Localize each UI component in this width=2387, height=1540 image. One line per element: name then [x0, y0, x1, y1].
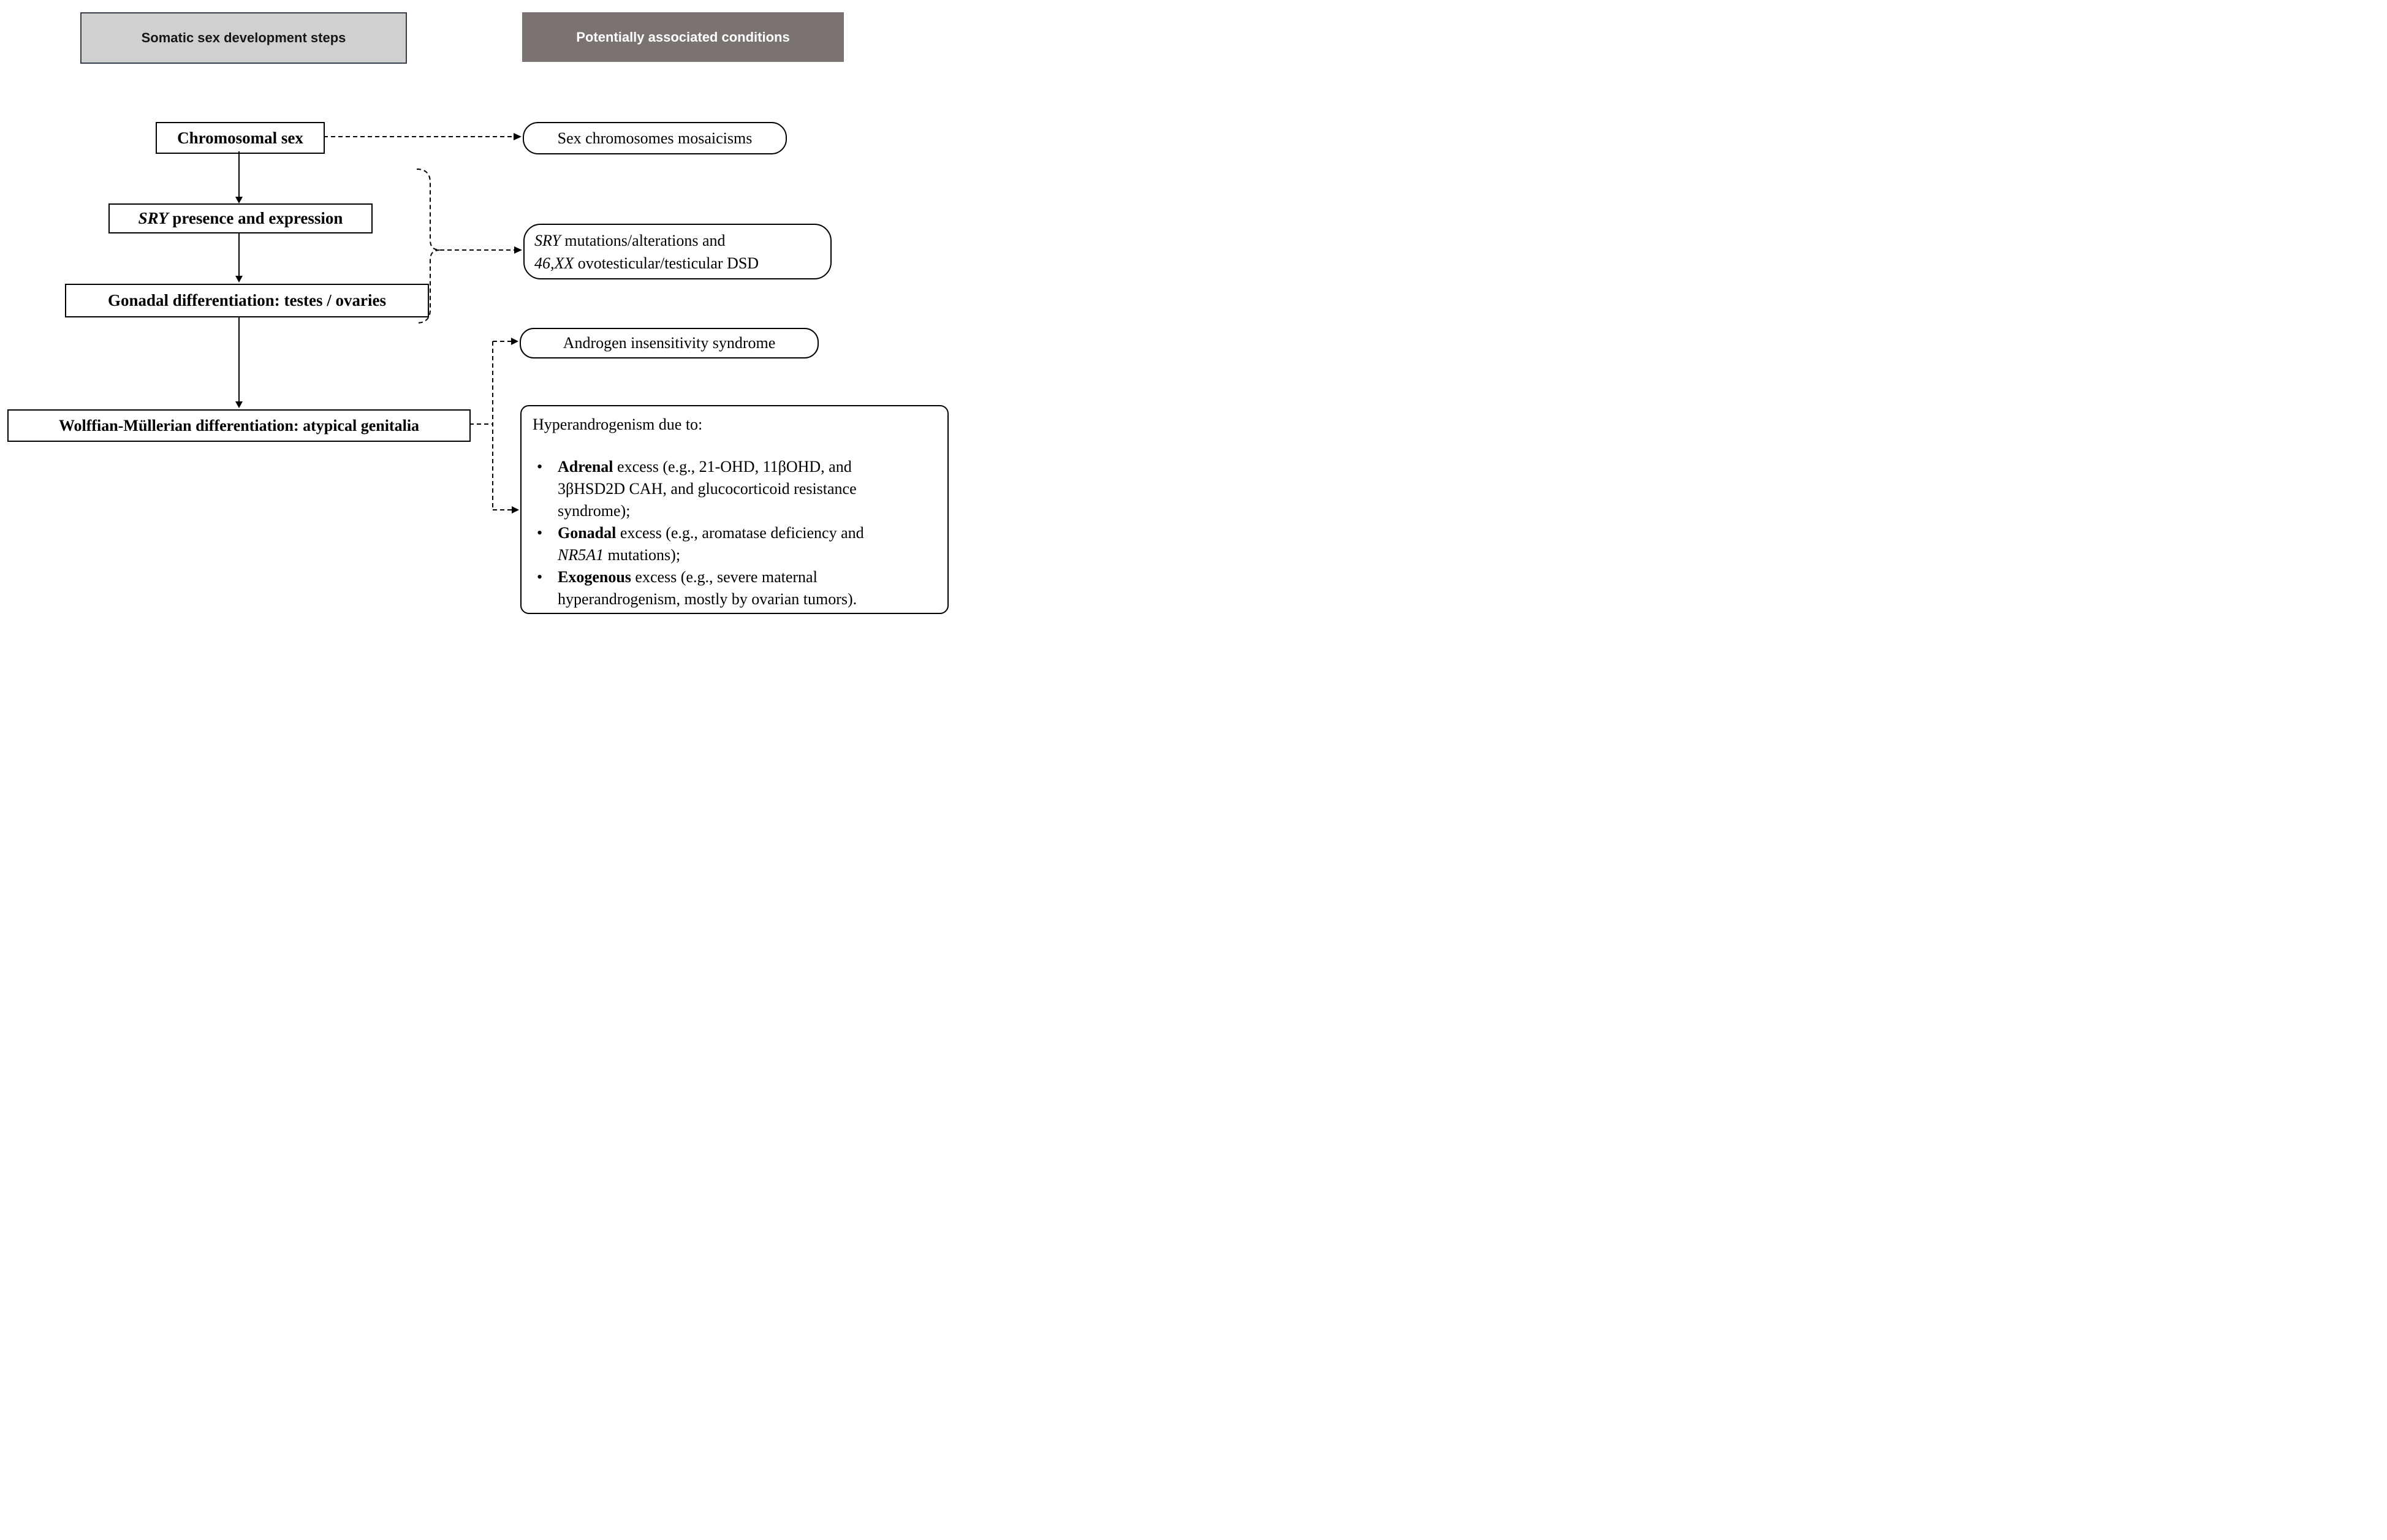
arrowhead-chromosomal-to-sry	[235, 197, 243, 203]
arrowhead-to-hyperandrogenism	[512, 506, 519, 514]
exogenous-rest: excess (e.g., severe maternal hyperandro…	[558, 568, 857, 608]
list-item-adrenal-text: Adrenal excess (e.g., 21-OHD, 11βOHD, an…	[558, 456, 901, 522]
arrowhead-to-sry-mutations	[514, 246, 522, 254]
arrowhead-sry-to-gonadal	[235, 276, 243, 283]
condition-sry-mutations-line2: 46,XX ovotesticular/testicular DSD	[534, 252, 830, 275]
list-item-exogenous-text: Exogenous excess (e.g., severe maternal …	[558, 566, 901, 610]
list-item-gonadal: • Gonadal excess (e.g., aromatase defici…	[533, 522, 935, 566]
sry-italic: SRY	[534, 231, 561, 249]
step-gonadal-differentiation-label: Gonadal differentiation: testes / ovarie…	[108, 291, 386, 309]
left-column-header-label: Somatic sex development steps	[141, 30, 346, 45]
step-sry-presence-label: SRY presence and expression	[139, 209, 343, 228]
flow-diagram: Somatic sex development steps Potentiall…	[0, 0, 955, 616]
left-column-header: Somatic sex development steps	[80, 12, 407, 64]
gonadal-end: mutations);	[604, 546, 681, 564]
list-item-gonadal-text: Gonadal excess (e.g., aromatase deficien…	[558, 522, 901, 566]
sry-mutations-text1: mutations/alterations and	[560, 231, 726, 249]
adrenal-bold: Adrenal	[558, 458, 613, 476]
condition-hyperandrogenism: Hyperandrogenism due to: • Adrenal exces…	[520, 405, 949, 614]
nr5a1-italic: NR5A1	[558, 546, 604, 564]
sry-gene-symbol: SRY	[138, 209, 169, 227]
step-sry-presence: SRY presence and expression	[108, 203, 373, 233]
exogenous-bold: Exogenous	[558, 568, 631, 586]
condition-sex-chromosome-mosaicisms: Sex chromosomes mosaicisms	[523, 122, 787, 154]
step-chromosomal-sex: Chromosomal sex	[156, 122, 325, 154]
sry-mutations-text2: ovotesticular/testicular DSD	[574, 254, 759, 272]
arrowhead-gonadal-to-wolffian	[235, 401, 243, 408]
hyperandrogenism-list: • Adrenal excess (e.g., 21-OHD, 11βOHD, …	[533, 456, 935, 610]
bullet-icon: •	[537, 524, 543, 542]
step-wolffian-mullerian-label: Wolffian-Müllerian differentiation: atyp…	[58, 416, 420, 434]
right-column-header: Potentially associated conditions	[522, 12, 844, 62]
bullet-icon: •	[537, 568, 543, 586]
condition-ais-label: Androgen insensitivity syndrome	[563, 334, 776, 352]
sry-presence-text: presence and expression	[168, 209, 343, 227]
step-wolffian-mullerian: Wolffian-Müllerian differentiation: atyp…	[7, 409, 471, 442]
gonadal-mid: excess (e.g., aromatase deficiency and	[616, 524, 864, 542]
adrenal-rest: excess (e.g., 21-OHD, 11βOHD, and 3βHSD2…	[558, 458, 857, 520]
list-item-exogenous: • Exogenous excess (e.g., severe materna…	[533, 566, 935, 610]
list-item-adrenal: • Adrenal excess (e.g., 21-OHD, 11βOHD, …	[533, 456, 935, 522]
condition-sry-mutations-line1: SRY mutations/alterations and	[534, 229, 830, 252]
bullet-icon: •	[537, 458, 543, 476]
arrowhead-to-mosaicisms	[514, 133, 522, 140]
step-chromosomal-sex-label: Chromosomal sex	[177, 128, 303, 147]
karyotype-italic: 46,XX	[534, 254, 574, 272]
arrowhead-to-ais	[511, 338, 518, 345]
condition-sry-mutations: SRY mutations/alterations and 46,XX ovot…	[523, 224, 832, 279]
condition-mosaicisms-label: Sex chromosomes mosaicisms	[557, 129, 753, 147]
condition-androgen-insensitivity: Androgen insensitivity syndrome	[520, 328, 819, 358]
hyperandrogenism-title: Hyperandrogenism due to:	[533, 415, 703, 433]
gonadal-bold: Gonadal	[558, 524, 617, 542]
right-column-header-label: Potentially associated conditions	[576, 29, 790, 45]
step-gonadal-differentiation: Gonadal differentiation: testes / ovarie…	[65, 284, 429, 317]
